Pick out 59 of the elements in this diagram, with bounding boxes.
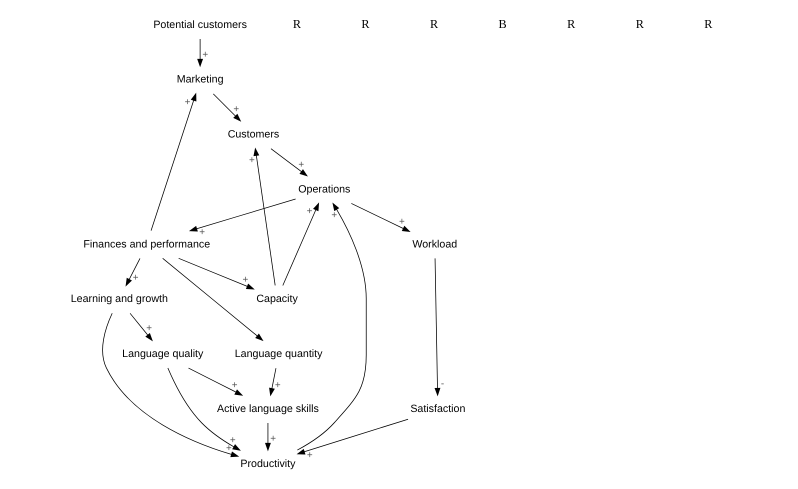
arrow [188, 368, 244, 396]
arrow [253, 147, 276, 286]
edge-label: + [226, 442, 232, 454]
label: B [498, 16, 507, 31]
edge-label: + [242, 274, 248, 286]
arrow [178, 258, 255, 290]
arrow [434, 258, 440, 396]
arrow [265, 422, 271, 452]
node-text: Learning and growth [70, 293, 168, 306]
node-text: Language quality [122, 348, 204, 360]
node-text: Workload [412, 238, 458, 250]
edge-label: + [233, 104, 240, 116]
label: R [430, 16, 438, 31]
label: R [361, 16, 370, 31]
edge-label: - [440, 378, 444, 390]
node-text: Potential customers [153, 18, 247, 31]
node-text: Productivity [240, 458, 296, 470]
arrow [212, 93, 242, 122]
node-text: Active language skills [216, 402, 319, 415]
arrow [350, 203, 411, 232]
edge-label: + [306, 450, 313, 462]
arrow [269, 368, 276, 396]
edge-label: + [274, 380, 281, 392]
arrow [296, 202, 367, 450]
edge-label: + [202, 50, 208, 61]
node-text: Capacity [256, 293, 298, 306]
edge-label: + [230, 434, 236, 446]
label: R [292, 16, 301, 31]
node-text: Customers [228, 128, 280, 141]
arrow [102, 312, 240, 458]
edge-label: + [232, 380, 238, 392]
arrow [150, 92, 196, 231]
edge-label: + [398, 216, 405, 228]
arrow [167, 368, 241, 451]
edge-label: + [146, 323, 152, 334]
edge-label: + [306, 206, 312, 218]
node-text: Finances and performance [83, 238, 210, 250]
edge-label: + [331, 210, 338, 222]
label: R [704, 16, 712, 31]
arrow [282, 202, 320, 286]
edge-label: + [132, 272, 139, 284]
label: R [567, 16, 576, 31]
arrow [197, 38, 204, 68]
arrow [126, 258, 140, 287]
arrow [296, 418, 408, 454]
node-text: Marketing [176, 74, 224, 86]
arrow [162, 258, 264, 342]
edge-label: + [270, 434, 276, 445]
edge-label: + [184, 97, 190, 108]
arrow [270, 148, 308, 177]
label: R [636, 16, 644, 31]
edge-label: + [199, 227, 206, 238]
node-text: Operations [298, 183, 350, 196]
node-text: Satisfaction [410, 402, 466, 415]
edge-label: + [298, 160, 304, 171]
edge-label: + [248, 154, 255, 166]
node-text: Language quantity [234, 348, 322, 360]
arrow [188, 198, 296, 232]
arrow [130, 312, 153, 342]
